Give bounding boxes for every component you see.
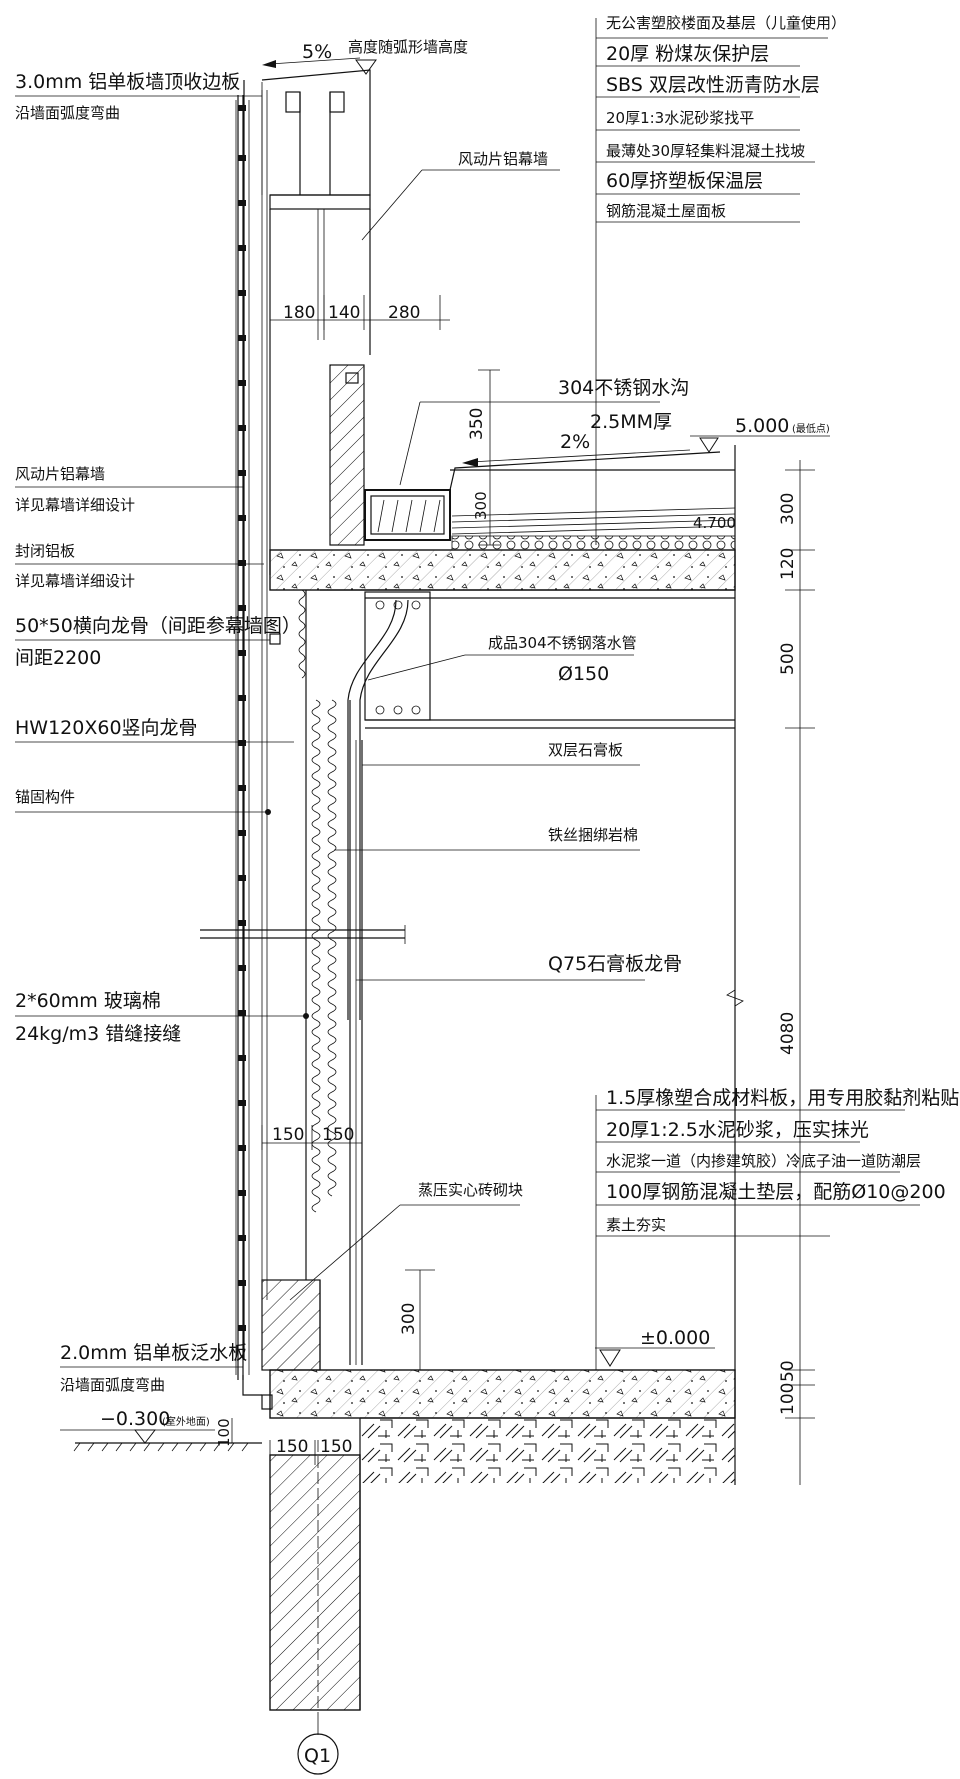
floor-layer-3: 水泥浆一道（内掺建筑胶）冷底子油一道防潮层 <box>606 1152 921 1170</box>
outside-ground: −0.300 (室外地面) <box>60 1408 262 1452</box>
left-label-8: 间距2200 <box>15 647 101 669</box>
dim-gutter: 350 300 <box>467 369 500 546</box>
label-brick: 蒸压实心砖砌块 <box>418 1181 523 1199</box>
elevation-outside-note: (室外地面) <box>162 1415 210 1428</box>
dim-180: 180 <box>283 303 315 323</box>
roof-layer-4: 20厚1:3水泥砂浆找平 <box>606 109 754 127</box>
roof-layer-6: 60厚挤塑板保温层 <box>606 170 763 192</box>
elevation-roof: 5.000 <box>735 415 789 437</box>
dim-4080: 4080 <box>778 1012 798 1055</box>
roof-layer-table: 无公害塑胶楼面及基层（儿童使用） 20厚 粉煤灰保护层 SBS 双层改性沥青防水… <box>595 14 846 545</box>
label-downpipe-dia: Ø150 <box>558 663 609 685</box>
dim-300-right: 300 <box>778 493 798 525</box>
dim-bottom-150: 150 150 <box>269 1437 361 1465</box>
dim-150-b: 150 <box>322 1125 354 1145</box>
roof-layer-1: 无公害塑胶楼面及基层（儿童使用） <box>606 14 846 32</box>
elevation-roof-note: (最低点) <box>792 422 830 435</box>
fin-ticks <box>238 105 246 1331</box>
left-label-10: 锚固构件 <box>15 788 75 806</box>
section-cut <box>200 925 406 944</box>
label-gutter: 304不锈钢水沟 <box>558 377 689 399</box>
flashing <box>242 1375 262 1396</box>
roof-layer-3: SBS 双层改性沥青防水层 <box>606 74 820 96</box>
inner-wall-lines <box>305 590 363 1370</box>
label-curtain-wall: 风动片铝幕墙 <box>458 150 548 168</box>
roof-layer-5: 最薄处30厚轻集料混凝土找坡 <box>606 142 805 160</box>
left-label-2: 沿墙面弧度弯曲 <box>15 104 120 122</box>
label-downpipe: 成品304不锈钢落水管 <box>488 634 637 652</box>
floor-layer-1: 1.5厚橡塑合成材料板，用专用胶黏剂粘贴 <box>606 1087 959 1109</box>
elevation-ground: ±0.000 <box>640 1327 710 1349</box>
left-label-9: HW120X60竖向龙骨 <box>15 717 198 739</box>
dim-150-d: 150 <box>320 1437 352 1457</box>
dim-top: 180 140 280 <box>269 295 450 330</box>
curtain-wall <box>235 80 268 1380</box>
steel-beam <box>320 589 735 729</box>
dim-100: 100 <box>778 1383 798 1415</box>
dim-mid-150: 150 150 <box>261 1125 363 1150</box>
dim-300-gutter: 300 <box>472 491 490 520</box>
left-label-11: 2*60mm 玻璃棉 <box>15 990 161 1012</box>
elevation-outside: −0.300 <box>100 1408 170 1430</box>
left-callouts: 3.0mm 铝单板墙顶收边板 沿墙面弧度弯曲 风动片铝幕墙 详见幕墙详细设计 封… <box>15 71 309 1394</box>
floor-layer-table: 1.5厚橡塑合成材料板，用专用胶黏剂粘贴 20厚1:2.5水泥砂浆，压实抹光 水… <box>595 1087 959 1370</box>
label-gutter-thickness: 2.5MM厚 <box>590 411 672 433</box>
axis-label: Q1 <box>304 1745 331 1767</box>
middle-callouts: 风动片铝幕墙 304不锈钢水沟 2.5MM厚 成品304不锈钢落水管 Ø150 … <box>289 150 689 1301</box>
left-label-3: 风动片铝幕墙 <box>15 465 105 483</box>
foundation-wall <box>269 1454 361 1711</box>
dim-120: 120 <box>778 548 798 580</box>
dim-50: 50 <box>778 1360 798 1382</box>
dim-500: 500 <box>778 643 798 675</box>
left-label-4: 详见幕墙详细设计 <box>15 496 135 514</box>
dim-280: 280 <box>388 303 420 323</box>
downpipe <box>347 599 409 1020</box>
brick-base <box>261 1279 321 1371</box>
dim-150-a: 150 <box>272 1125 304 1145</box>
dim-100-left-text: 100 <box>215 1418 233 1447</box>
axis-q1: Q1 <box>297 1440 339 1775</box>
gutter <box>364 451 721 541</box>
ground-elevation: ±0.000 <box>595 1327 715 1367</box>
top-slope: 5% 高度随弧形墙高度 <box>262 38 468 75</box>
rockwool <box>298 589 337 1213</box>
slope-top-label: 5% <box>302 41 332 63</box>
dim-4700: 4.700 <box>693 514 736 532</box>
left-label-6: 详见幕墙详细设计 <box>15 572 135 590</box>
parapet-top <box>261 69 371 575</box>
floor-layer-5: 素土夯实 <box>606 1216 666 1234</box>
roof-layer-7: 钢筋混凝土屋面板 <box>606 202 726 220</box>
left-label-7: 50*50横向龙骨（间距参幕墙图） <box>15 615 301 637</box>
roof-layer-2: 20厚 粉煤灰保护层 <box>606 43 769 65</box>
parapet-concrete <box>329 364 365 546</box>
roof-elevation: 5.000 (最低点) <box>690 415 830 453</box>
left-label-12: 24kg/m3 错缝接缝 <box>15 1023 181 1045</box>
dim-300-bottom: 300 <box>399 1269 435 1371</box>
label-stud: Q75石膏板龙骨 <box>548 952 682 975</box>
dim-100-left: 100 <box>215 1418 233 1447</box>
dim-150-c: 150 <box>276 1437 308 1457</box>
right-dims: 300 120 500 4080 50 100 <box>726 445 815 1485</box>
roof-buildup: 4.700 <box>450 469 736 551</box>
dim-140: 140 <box>328 303 360 323</box>
flashing-clip <box>261 1394 273 1410</box>
left-label-13: 2.0mm 铝单板泛水板 <box>60 1342 247 1364</box>
label-gypsum: 双层石膏板 <box>548 741 623 759</box>
label-rockwool: 铁丝捆绑岩棉 <box>548 826 638 844</box>
parapet-bracket <box>345 372 359 384</box>
floor-layer-2: 20厚1:2.5水泥砂浆，压实抹光 <box>606 1119 869 1141</box>
left-label-5: 封闭铝板 <box>15 542 75 560</box>
dim-350: 350 <box>467 408 487 440</box>
roof-slope-label: 2% <box>560 431 590 453</box>
compacted-soil <box>360 1418 735 1483</box>
roof-slope: 2% <box>462 431 691 467</box>
arc-height-label: 高度随弧形墙高度 <box>348 38 468 56</box>
dim-300-bottom-text: 300 <box>399 1303 419 1335</box>
floor-layer-4: 100厚钢筋混凝土垫层，配筋Ø10@200 <box>606 1181 946 1203</box>
left-label-14: 沿墙面弧度弯曲 <box>60 1376 165 1394</box>
left-label-1: 3.0mm 铝单板墙顶收边板 <box>15 71 240 93</box>
